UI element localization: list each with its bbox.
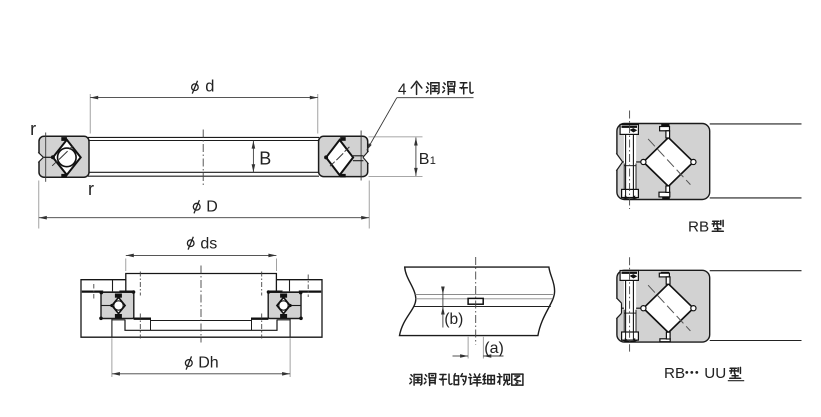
svg-text:(b): (b) — [444, 311, 463, 328]
svg-text:1: 1 — [430, 155, 436, 167]
svg-text:RB: RB — [664, 365, 685, 382]
svg-text:d: d — [205, 77, 214, 95]
svg-text:D: D — [206, 199, 218, 216]
svg-text:B: B — [259, 149, 271, 169]
svg-text:Dh: Dh — [198, 354, 218, 371]
svg-text:ds: ds — [200, 236, 217, 253]
svg-text:(a): (a) — [484, 340, 504, 357]
svg-text:RB: RB — [688, 218, 709, 235]
svg-text:B: B — [419, 151, 430, 168]
svg-text:4: 4 — [398, 82, 407, 99]
svg-text:UU: UU — [704, 365, 726, 382]
svg-text:r: r — [30, 119, 36, 139]
svg-text:r: r — [88, 179, 94, 199]
